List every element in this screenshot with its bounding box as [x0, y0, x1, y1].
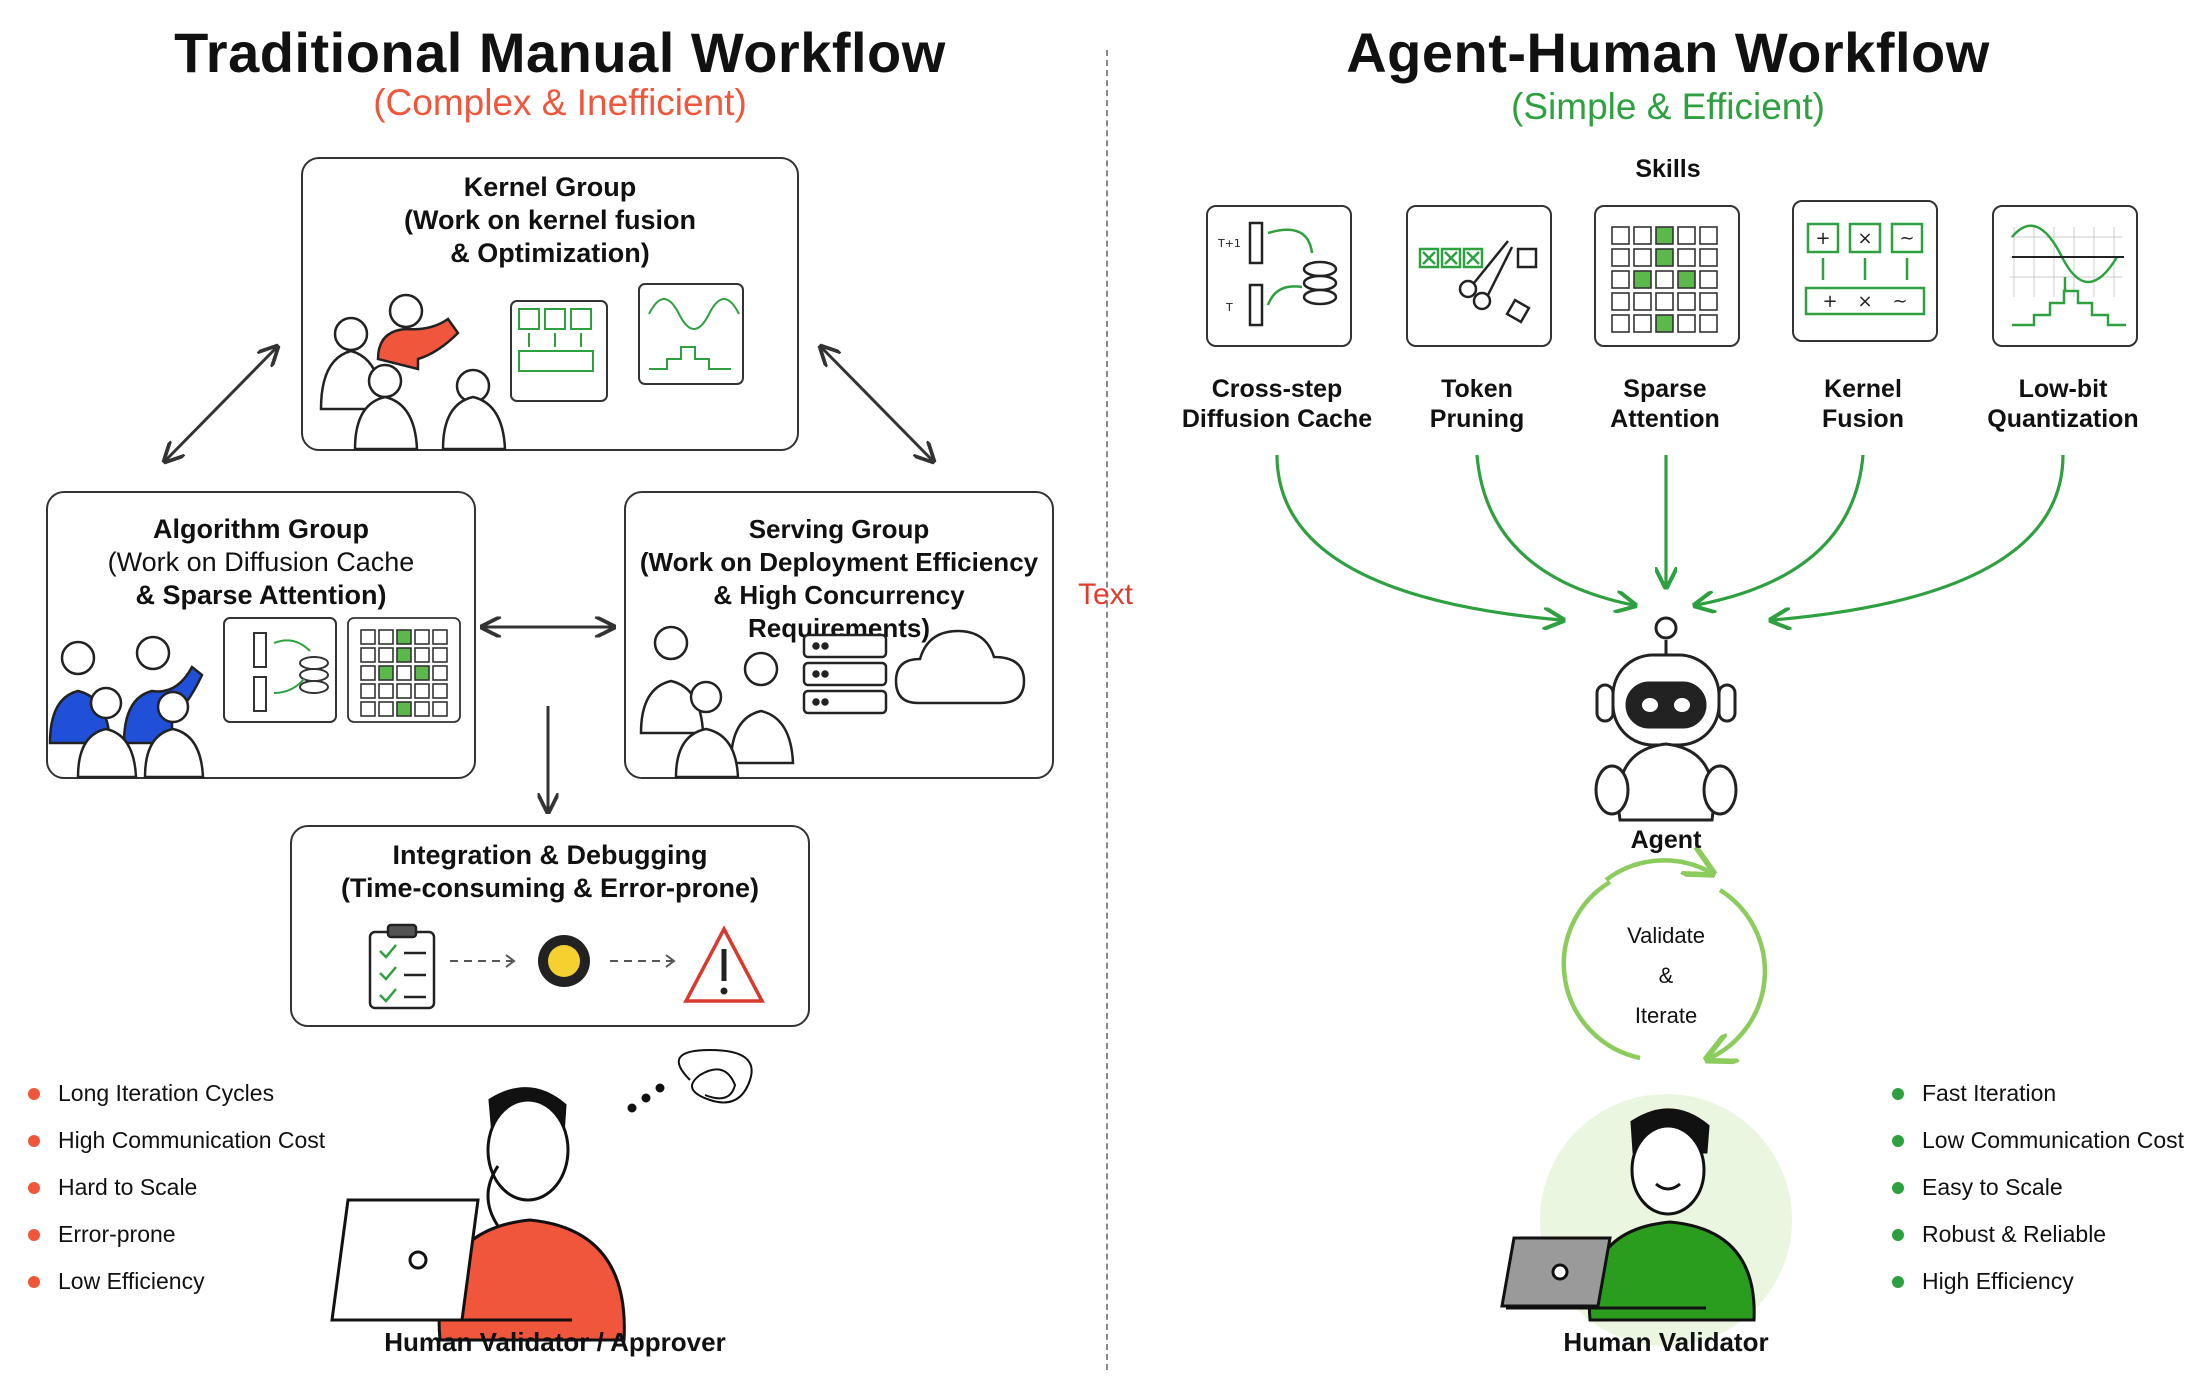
svg-text:×: × — [1857, 291, 1872, 312]
center-divider — [1106, 50, 1108, 1370]
skills-label: Skills — [1635, 155, 1701, 183]
left-title: Traditional Manual Workflow — [174, 21, 946, 84]
svg-text:T+1: T+1 — [1217, 237, 1241, 250]
skill-card-kernel-fusion: + × ~ + × ~ — [1792, 200, 1938, 342]
skill-card-diffusion-cache: T+1 T — [1206, 205, 1352, 347]
laptop-icon — [330, 1198, 572, 1322]
left-bullet-item: Error-prone — [28, 1221, 176, 1248]
svg-text:T: T — [1225, 301, 1233, 314]
server-icon — [802, 633, 888, 715]
right-bullet-item: High Efficiency — [1892, 1268, 2074, 1295]
left-bullet-item: Low Efficiency — [28, 1268, 205, 1295]
kernel-group-title: Kernel Group (Work on kernel fusion & Op… — [403, 172, 697, 268]
grid-icon — [1611, 226, 1718, 333]
arrow-skill-2 — [1475, 454, 1633, 605]
right-subtitle: (Simple & Efficient) — [1511, 86, 1825, 127]
serving-group-title: Serving Group (Work on Deployment Effici… — [639, 514, 1039, 643]
diffusion-cache-icon: T+1 T — [1217, 221, 1338, 327]
kernel-group-box: Kernel Group (Work on kernel fusion & Op… — [301, 157, 799, 451]
kernel-team-illustration — [319, 283, 744, 451]
kernel-ops-icon — [510, 300, 608, 402]
validate-iterate-cycle — [1561, 860, 1768, 1058]
serving-group-box: Serving Group (Work on Deployment Effici… — [624, 491, 1054, 779]
arrow-kernel-serving — [822, 348, 932, 460]
svg-text:+: + — [1815, 228, 1830, 249]
arrow-skill-5 — [1773, 454, 2065, 620]
sparse-attention-mini-icon — [347, 617, 461, 723]
left-bullet-item: Hard to Scale — [28, 1174, 197, 1201]
laptop-icon — [1500, 1236, 1706, 1310]
stray-text-label: Text — [1078, 578, 1134, 611]
waveform-icon — [638, 283, 744, 385]
agent-label: Agent — [1630, 826, 1702, 854]
left-bullet-item: High Communication Cost — [28, 1127, 325, 1154]
right-bullet-item: Fast Iteration — [1892, 1080, 2056, 1107]
checklist-icon — [368, 923, 436, 1010]
left-subtitle: (Complex & Inefficient) — [373, 82, 747, 123]
serving-team-illustration — [639, 625, 1026, 779]
svg-text:+: + — [1822, 291, 1837, 312]
cycle-label: Validate&Iterate — [1627, 923, 1705, 1028]
svg-text:×: × — [1857, 228, 1872, 249]
right-title: Agent-Human Workflow — [1346, 21, 1990, 84]
diffusion-cache-mini-icon — [223, 617, 337, 723]
scissors-icon — [1418, 240, 1538, 324]
arrow-skill-4 — [1697, 454, 1865, 605]
right-bullet-item: Low Communication Cost — [1892, 1127, 2184, 1154]
integration-title: Integration & Debugging (Time-consuming … — [340, 840, 760, 903]
cloud-icon — [894, 629, 1026, 705]
arrow-skill-1 — [1275, 454, 1561, 620]
quantization-icon — [2010, 224, 2126, 327]
happy-validator-illustration — [1500, 1108, 1756, 1322]
kernel-fusion-icon: + × ~ + × ~ — [1804, 222, 1926, 316]
integration-box: Integration & Debugging (Time-consuming … — [290, 825, 810, 1027]
skill-card-quantization — [1992, 205, 2138, 347]
algorithm-team-illustration — [48, 617, 461, 779]
right-bullet-item: Easy to Scale — [1892, 1174, 2063, 1201]
algorithm-group-title: Algorithm Group (Work on Diffusion Cache… — [107, 514, 415, 610]
algorithm-group-box: Algorithm Group (Work on Diffusion Cache… — [46, 491, 476, 779]
gear-icon — [538, 935, 590, 987]
left-validator-caption: Human Validator / Approver — [384, 1327, 726, 1357]
thought-scribble-icon — [627, 1048, 753, 1113]
arrow-kernel-algorithm — [166, 348, 276, 460]
skill-card-sparse-attention — [1594, 205, 1740, 347]
integration-flow — [368, 923, 765, 1010]
svg-text:~: ~ — [1899, 228, 1914, 249]
right-validator-caption: Human Validator — [1563, 1327, 1769, 1357]
left-bullet-item: Long Iteration Cycles — [28, 1080, 274, 1107]
skill-card-token-pruning — [1406, 205, 1552, 347]
robot-icon — [1594, 616, 1738, 822]
svg-text:~: ~ — [1892, 291, 1907, 312]
right-bullet-item: Robust & Reliable — [1892, 1221, 2106, 1248]
warning-icon — [683, 925, 765, 1003]
left-arrows — [0, 0, 1106, 1399]
stressed-validator-illustration — [330, 1048, 753, 1342]
